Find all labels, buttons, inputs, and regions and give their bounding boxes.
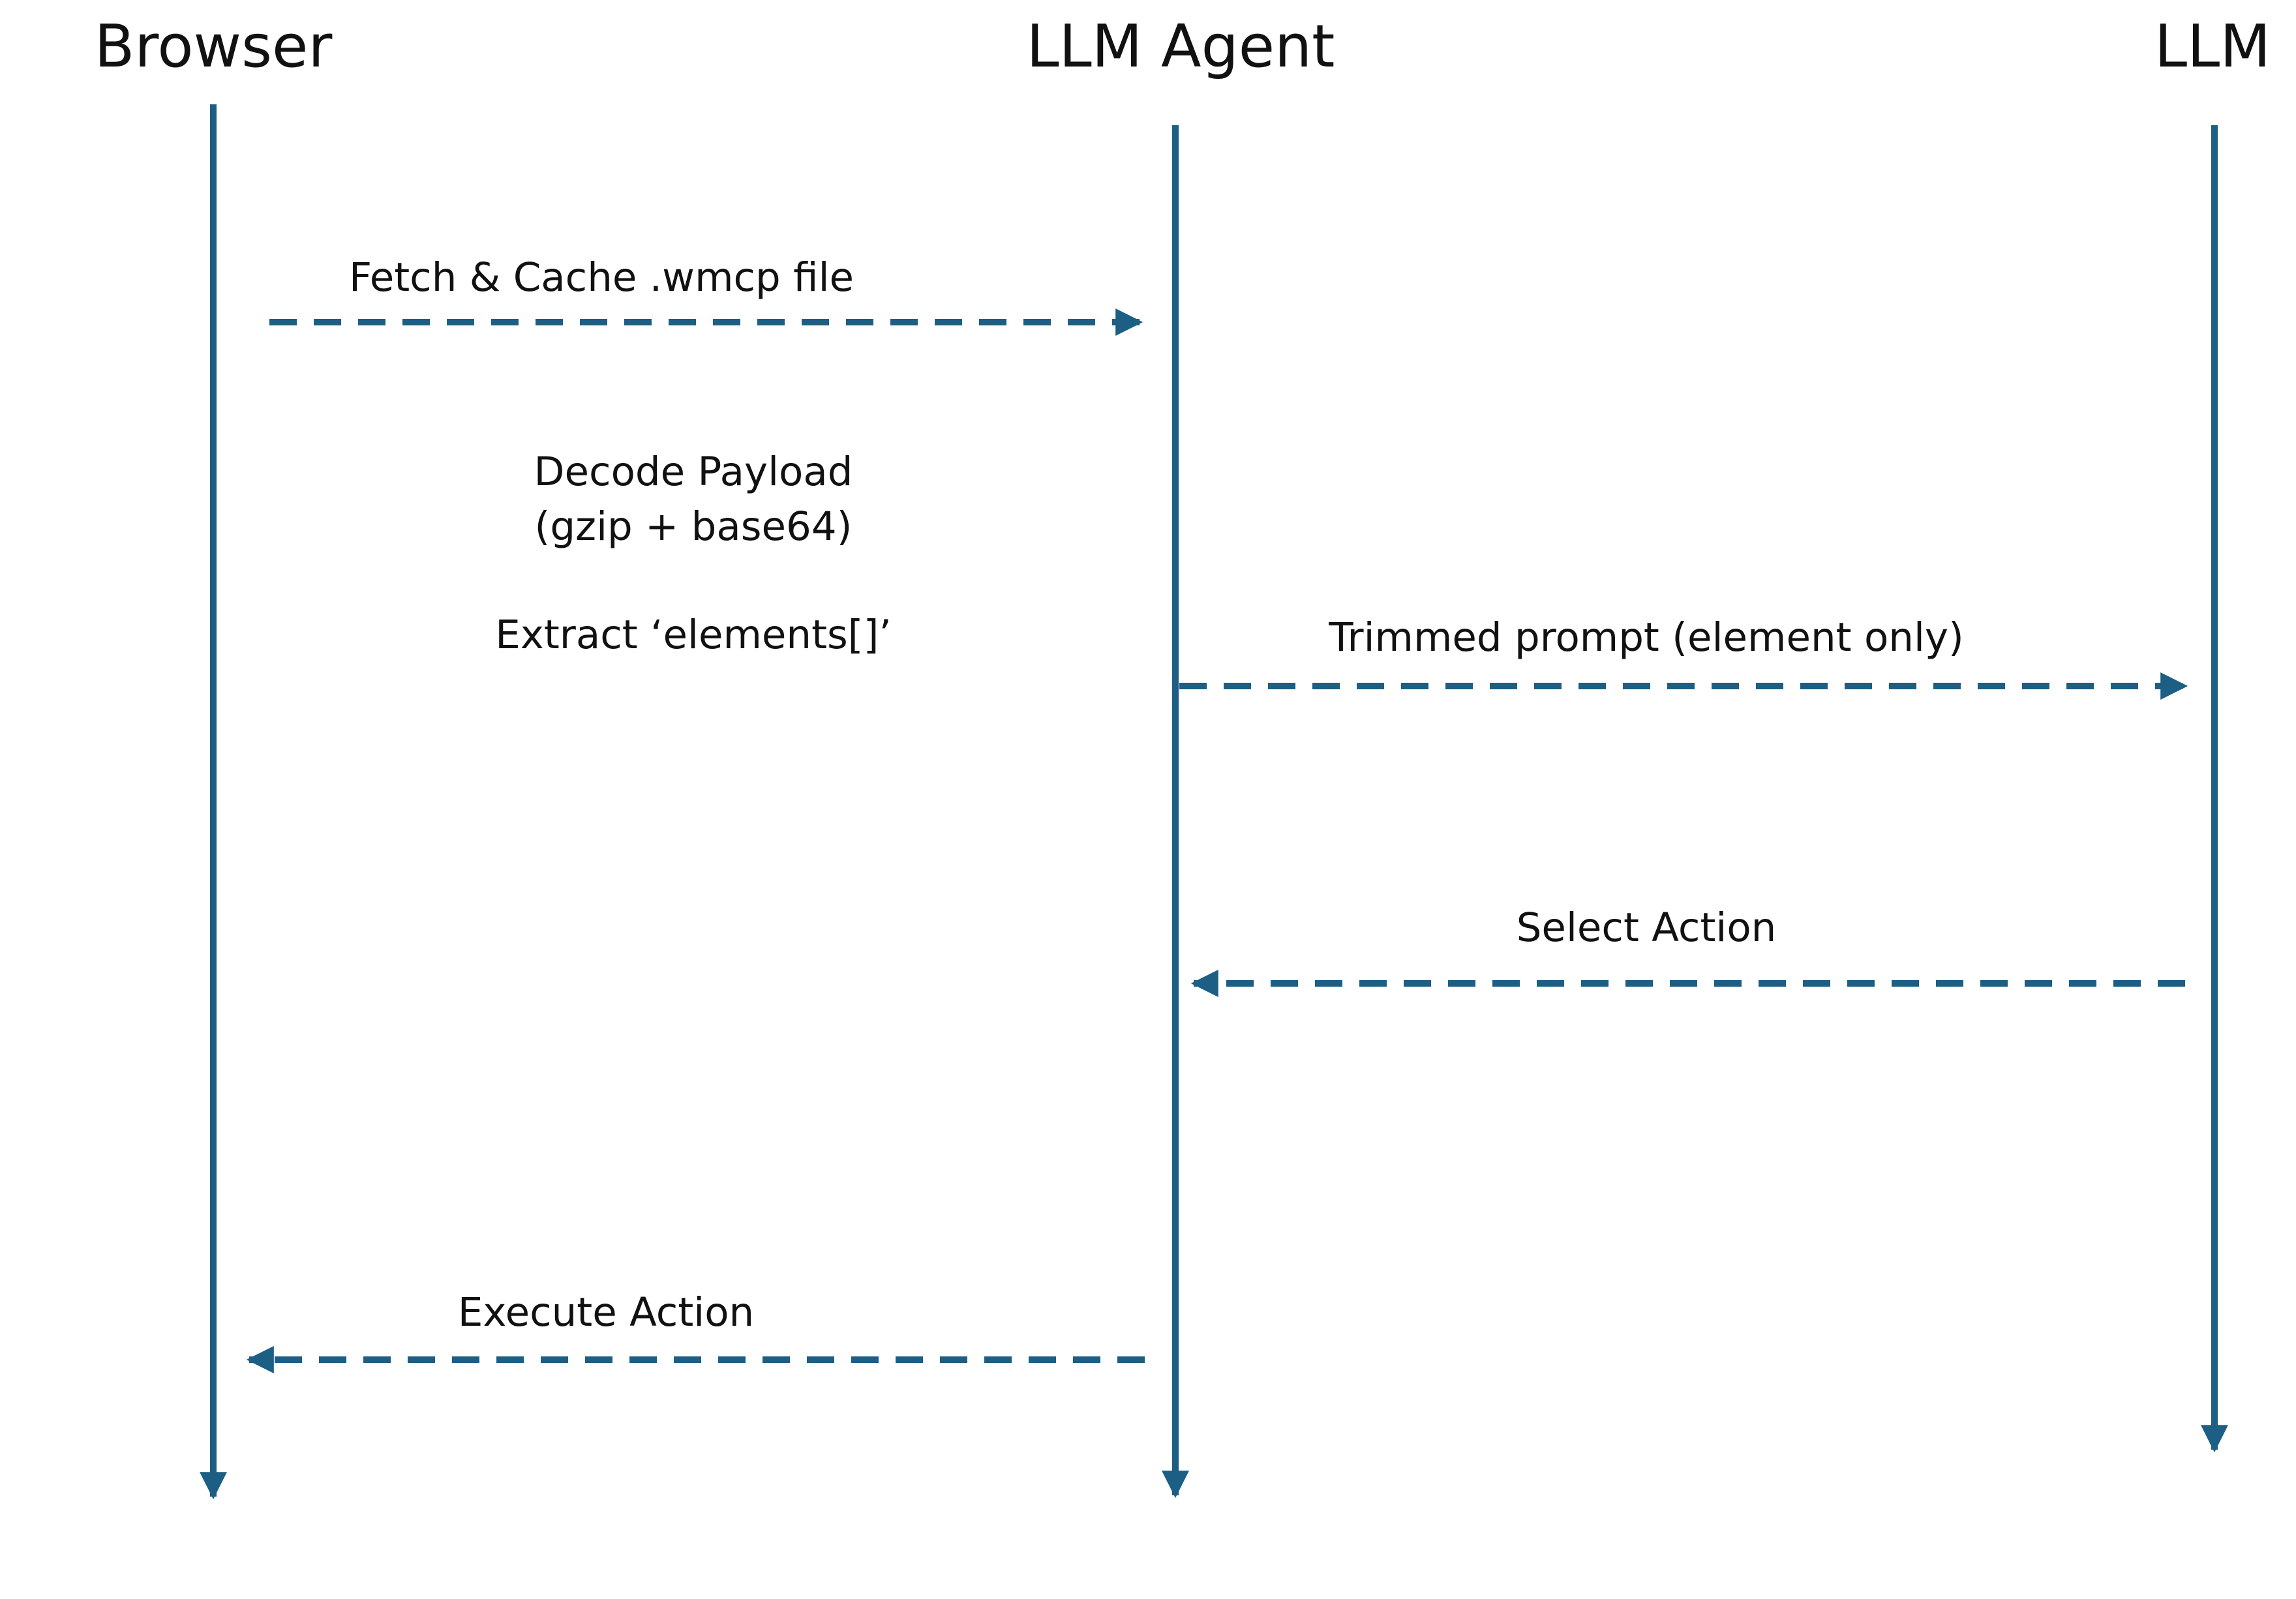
participant-llm: LLM	[2154, 12, 2271, 81]
participant-browser: Browser	[95, 12, 333, 81]
note-decode-payload: Decode Payload	[534, 449, 853, 495]
message-label-trimmed-prompt: Trimmed prompt (element only)	[1328, 614, 1964, 661]
participant-llm-agent: LLM Agent	[1027, 12, 1335, 81]
note-decode-method: (gzip + base64)	[535, 503, 853, 550]
message-label-fetch: Fetch & Cache .wmcp file	[349, 254, 854, 301]
message-label-execute-action: Execute Action	[458, 1289, 754, 1336]
message-label-select-action: Select Action	[1517, 904, 1777, 951]
note-extract-elements: Extract ‘elements[]’	[495, 612, 892, 658]
